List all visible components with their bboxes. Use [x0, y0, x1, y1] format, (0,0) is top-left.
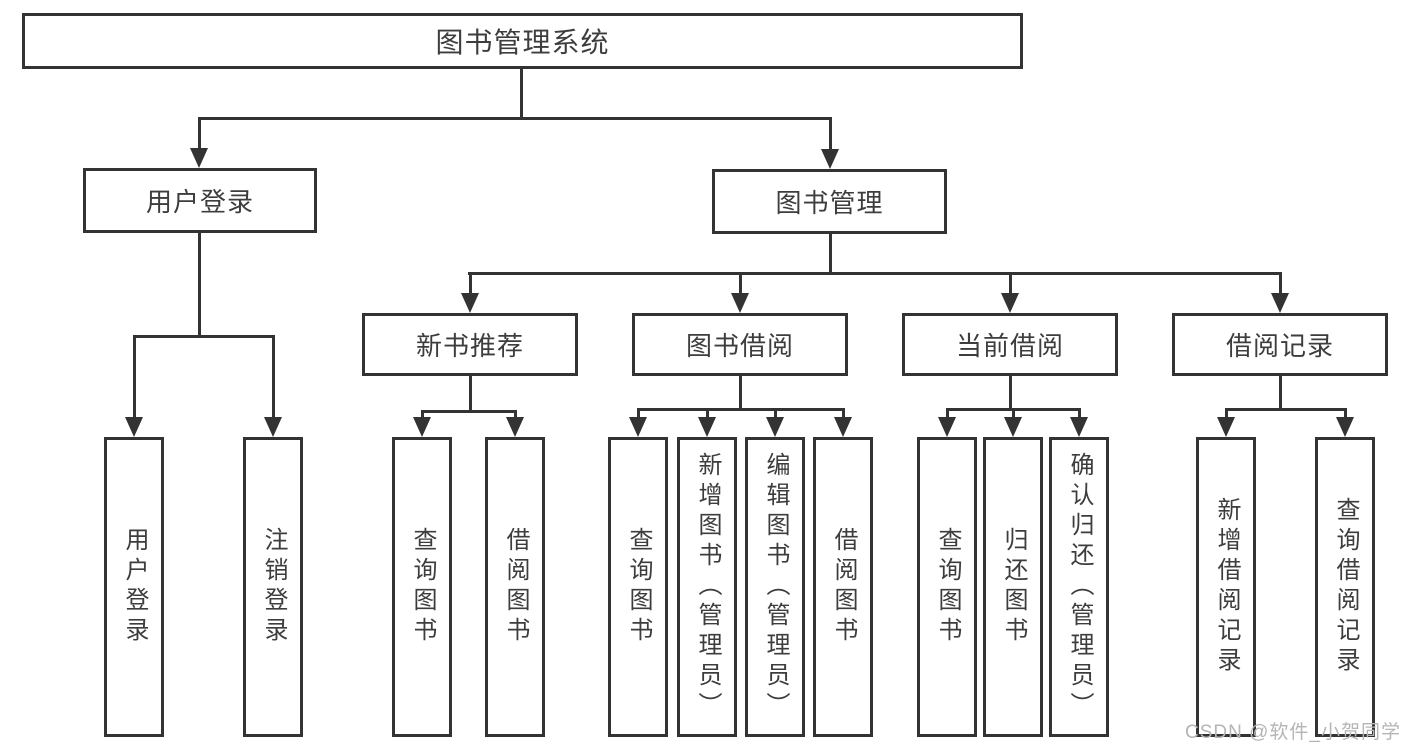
leaf-edit-book-admin: 编辑图书（管理员）	[745, 437, 805, 737]
connector	[637, 408, 845, 411]
leaf-add-borrow-record: 新增借阅记录	[1196, 437, 1256, 737]
leaf-return-book: 归还图书	[983, 437, 1043, 737]
arrowhead	[821, 149, 839, 169]
connector	[829, 117, 832, 153]
leaf-query-books-current: 查询图书	[917, 437, 977, 737]
node-label: 新书推荐	[415, 331, 524, 361]
connector	[739, 376, 742, 408]
arrowhead	[506, 417, 524, 437]
node-book-management: 图书管理	[712, 169, 947, 234]
connector	[421, 410, 424, 420]
connector	[133, 335, 136, 420]
arrowhead	[629, 417, 647, 437]
leaf-label: 查询图书	[625, 527, 652, 647]
leaf-query-books-borrowing: 查询图书	[608, 437, 668, 737]
leaf-user-login: 用户登录	[104, 437, 164, 737]
leaf-confirm-return-admin: 确认归还（管理员）	[1049, 437, 1109, 737]
connector	[829, 234, 832, 272]
arrowhead	[1217, 417, 1235, 437]
node-label: 图书借阅	[685, 331, 794, 361]
node-label: 图书管理	[775, 188, 884, 218]
connector	[469, 376, 472, 410]
connector	[469, 272, 472, 294]
leaf-label: 查询图书	[409, 527, 436, 647]
arrowhead	[1004, 417, 1022, 437]
arrowhead	[766, 417, 784, 437]
node-user-login: 用户登录	[83, 168, 317, 233]
leaf-label: 查询图书	[934, 527, 961, 647]
node-label: 图书管理系统	[435, 27, 610, 58]
connector	[198, 233, 201, 335]
connector	[842, 408, 845, 420]
leaf-label: 归还图书	[1000, 527, 1027, 647]
connector	[1078, 408, 1081, 420]
node-current-borrowing: 当前借阅	[902, 313, 1118, 376]
arrowhead	[461, 293, 479, 313]
arrowhead	[264, 417, 282, 437]
node-label: 当前借阅	[955, 331, 1064, 361]
connector	[774, 408, 777, 420]
connector	[1012, 408, 1015, 420]
arrowhead	[698, 417, 716, 437]
arrowhead	[190, 148, 208, 168]
leaf-label: 确认归还（管理员）	[1066, 452, 1093, 722]
connector	[706, 408, 709, 420]
leaf-query-books-recommend: 查询图书	[392, 437, 452, 737]
watermark-text: CSDN @软件_小贺同学	[1185, 722, 1401, 743]
node-book-borrowing: 图书借阅	[632, 313, 848, 376]
leaf-label: 借阅图书	[830, 527, 857, 647]
node-borrowing-records: 借阅记录	[1172, 313, 1388, 376]
connector	[739, 272, 742, 294]
connector	[520, 69, 523, 117]
node-new-book-recommendation: 新书推荐	[362, 313, 578, 376]
arrowhead	[1271, 293, 1289, 313]
arrowhead	[731, 293, 749, 313]
connector	[1009, 376, 1012, 408]
arrowhead	[413, 417, 431, 437]
connector	[1344, 408, 1347, 420]
leaf-label: 注销登录	[260, 527, 287, 647]
connector	[198, 117, 832, 120]
connector	[637, 408, 640, 420]
connector	[946, 408, 949, 420]
connector	[1225, 408, 1347, 411]
connector	[468, 272, 1282, 275]
leaf-borrow-books-borrowing: 借阅图书	[813, 437, 873, 737]
connector	[198, 117, 201, 152]
connector	[514, 410, 517, 420]
leaf-label: 新增借阅记录	[1213, 497, 1240, 677]
arrowhead	[1001, 293, 1019, 313]
leaf-add-book-admin: 新增图书（管理员）	[677, 437, 737, 737]
leaf-label: 查询借阅记录	[1332, 497, 1359, 677]
connector	[1279, 272, 1282, 294]
leaf-label: 新增图书（管理员）	[694, 452, 721, 722]
arrowhead	[834, 417, 852, 437]
connector	[1279, 376, 1282, 408]
arrowhead	[1070, 417, 1088, 437]
leaf-label: 借阅图书	[502, 527, 529, 647]
connector	[1009, 272, 1012, 294]
arrowhead	[125, 417, 143, 437]
leaf-label: 编辑图书（管理员）	[762, 452, 789, 722]
leaf-label: 用户登录	[121, 527, 148, 647]
connector	[1225, 408, 1228, 420]
node-label: 借阅记录	[1225, 331, 1334, 361]
connector	[133, 335, 275, 338]
leaf-logout: 注销登录	[243, 437, 303, 737]
connector	[272, 335, 275, 420]
arrowhead	[938, 417, 956, 437]
leaf-borrow-books-recommend: 借阅图书	[485, 437, 545, 737]
node-library-management-system: 图书管理系统	[22, 13, 1023, 69]
node-label: 用户登录	[145, 187, 254, 217]
connector	[421, 410, 517, 413]
leaf-query-borrow-record: 查询借阅记录	[1315, 437, 1375, 737]
arrowhead	[1336, 417, 1354, 437]
